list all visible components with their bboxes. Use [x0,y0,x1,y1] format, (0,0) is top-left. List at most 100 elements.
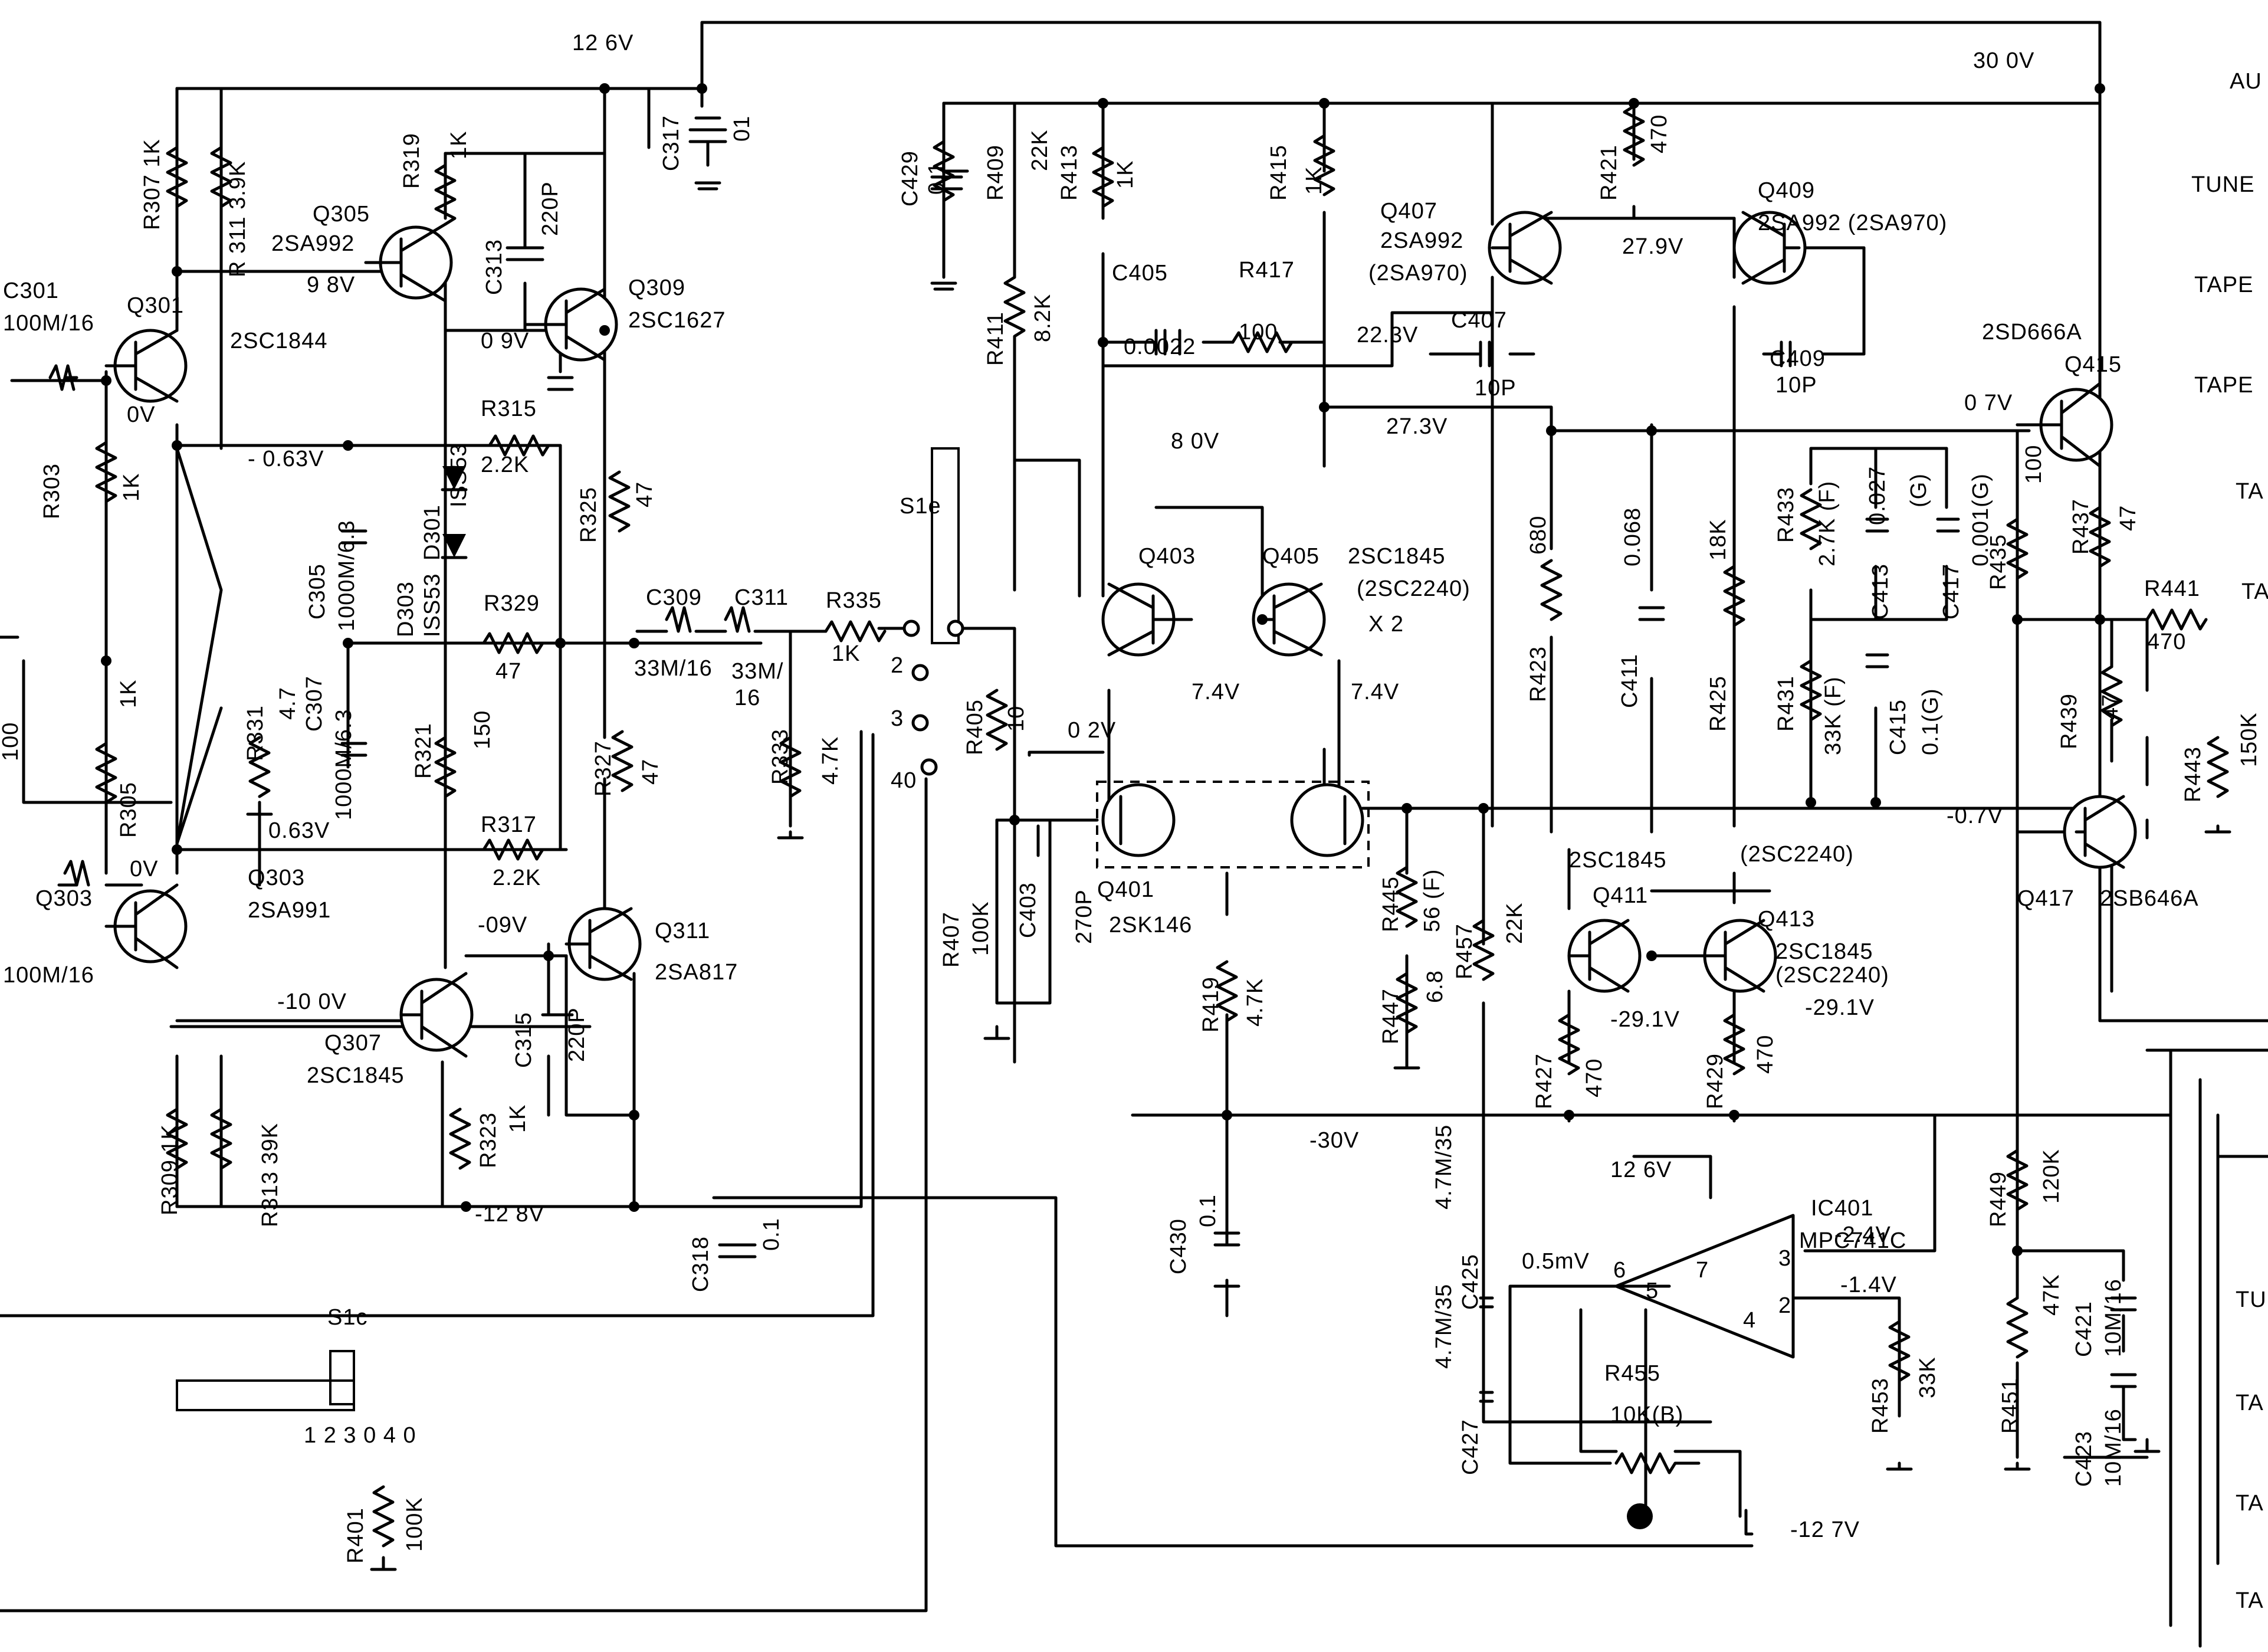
label-8v: 8 0V [1171,429,1219,454]
label-r327: R327 [591,740,616,796]
label-r315-value: 2.2K [481,453,529,477]
label-neg291v-a: -29.1V [1610,1007,1680,1032]
label-c415-value: 0.1(G) [1918,688,1943,755]
label-r405: R405 [963,699,987,755]
label-c407-value: 10P [1475,376,1517,401]
label-switch-pos-3: 3 [891,706,904,731]
label-q407-type: 2SA992 [1380,228,1463,253]
label-c411: C411 [1617,654,1642,708]
label-c315-value: 220P [564,1007,589,1062]
label-c318: C318 [688,1236,713,1292]
label-r325-value: 47 [632,481,657,507]
label-c303-value: 100M/16 [3,963,94,988]
label-iss53-b: ISS53 [447,443,471,507]
label-pin4: 4 [1743,1308,1756,1333]
label-r331: R331 [243,705,268,761]
label-r431-value: 33K (F) [1821,676,1846,755]
label-c403-value: 270P [1072,889,1097,944]
label-r329: R329 [484,591,540,616]
label-pin5: 5 [1646,1279,1659,1303]
label-r303-value: 1K [119,473,144,502]
label-c417: C417 [1939,563,1964,620]
label-r439: R439 [2057,693,2082,749]
label-r455-value: 10K(B) [1610,1402,1683,1427]
capacitors [48,116,2137,1403]
label-0-9v: 0 9V [481,329,529,353]
label-c409-value: 10P [1775,373,1817,398]
label-c309: C309 [646,585,702,610]
label-c403: C403 [1016,882,1041,938]
label-r451: R451 [1998,1378,2023,1434]
label-c413-grade: (G) [1906,473,1931,507]
label-q411: Q411 [1593,883,1648,908]
label-q311: Q311 [655,919,710,943]
label-c411-value: 0.068 [1620,507,1645,566]
label-q303-top: Q303 [35,886,93,911]
label-c305-value: 1000M/6.3 [334,520,359,631]
label-q409: Q409 [1758,178,1815,203]
label-r411-value: 8.2K [1030,294,1055,342]
label-r439-value: 47 [2098,694,2123,720]
label-neg128v: -12 8V [475,1202,544,1227]
label-q401-type: 2SK146 [1109,913,1192,938]
label-q309: Q309 [628,276,685,300]
label-c421-value: 10M/16 [2101,1279,2126,1357]
label-r309: R309 1K [157,1124,182,1215]
label-r425-value: 18K [1706,519,1731,560]
switch-s1 [176,447,964,1411]
label-q413-alt-top: (2SC2240) [1740,842,1854,867]
label-r443: R443 [2181,746,2205,802]
label-q311-type: 2SA817 [655,960,738,985]
label-r417: R417 [1239,258,1295,283]
label-neg30v: -30V [1309,1128,1359,1153]
label-c311-value-1: 33M/ [731,659,783,684]
label-c423: C423 [2072,1431,2096,1487]
label-r449: R449 [1986,1171,2011,1227]
transistors [104,211,2137,1058]
label-r315: R315 [481,396,537,421]
label-74v-b: 7.4V [1351,680,1399,704]
label-r449-value: 120K [2039,1149,2064,1204]
label-c301: C301 [3,278,59,303]
label-q303-type: 2SA991 [248,898,331,923]
label-c313: C313 [482,239,507,295]
label-r419: R419 [1199,976,1223,1032]
label-edge-tape-1: TAPE [2194,273,2253,297]
label-r411: R411 [983,312,1008,366]
label-pin6: 6 [1613,1258,1626,1283]
label-r401: R401 [343,1507,368,1564]
label-c425: C425 [1458,1254,1483,1310]
label-s1c: S1c [327,1305,367,1330]
label-r417-value: 100 [1239,320,1278,345]
label-r307: R307 1K [140,139,165,230]
label-neg291v-b: -29.1V [1805,995,1875,1020]
label-q403: Q403 [1138,544,1196,569]
label-c413: C413 [1868,563,1893,620]
label-r441: R441 [2144,576,2200,601]
label-r425: R425 [1706,676,1731,732]
label-223v: 22.3V [1357,323,1418,348]
label-q401: Q401 [1097,877,1154,902]
label-c407: C407 [1451,308,1507,333]
label-r331-value: 4.7 [275,687,300,720]
label-r325: R325 [576,487,601,543]
label-c318-value: 0.1 [759,1218,784,1251]
label-r421-value: 470 [1647,114,1672,153]
label-r457-value: 22K [1502,902,1527,944]
label-063v: 0.63V [268,818,330,843]
label-r413: R413 [1057,145,1082,201]
label-r305: R305 [116,782,141,838]
label-r441-value: 470 [2147,630,2186,654]
label-r433-value: 2.7K (F) [1815,481,1840,566]
label-r305-value: 1K [116,680,141,708]
label-r415: R415 [1266,145,1291,201]
label-r409: R409 [983,145,1008,201]
label-r445-value: 56 (F) [1420,869,1445,932]
label-q405-alt: (2SC2240) [1357,576,1471,601]
label-r431: R431 [1774,676,1798,732]
label-edge-tune: TUNE [2191,172,2254,197]
grounds [246,181,2231,1571]
label-c315: C315 [511,1012,536,1068]
wiring [0,21,2268,1648]
